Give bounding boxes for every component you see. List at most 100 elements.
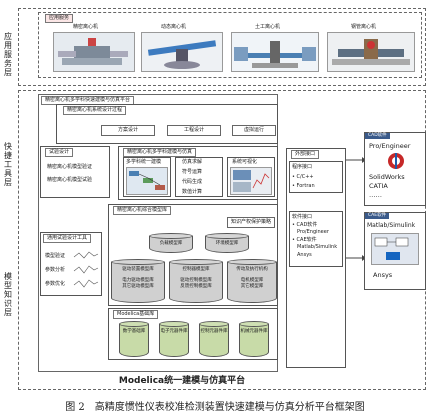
ip-strategy-box: 知识产权保护策略: [227, 217, 275, 228]
cad-software-panel: CAD软件 Pro/Engineer SolidWorks CATIA ……: [364, 132, 426, 206]
cylinder-label: 传动及执行机构: [236, 267, 268, 272]
precision-centrifuge-image: [53, 32, 135, 72]
external-interface-title: 外部接口: [291, 150, 320, 159]
modelica-platform-bar: Modelica统一建模与仿真平台: [118, 376, 246, 386]
simulink-screenshot: [371, 233, 419, 265]
simulation-solve-label: 仿真求解: [182, 159, 203, 165]
app-item-label: 精密离心机: [73, 24, 99, 30]
solve-item: 代码生成: [182, 179, 203, 185]
design-step-engineering: 工程设计: [167, 125, 221, 136]
modelica-lib-panel: Modelica基础库 数学基础库 电子元器件库 控制元器件库 机械元器件库: [108, 308, 278, 360]
electronic-lib-cylinder: 电子元器件库: [159, 321, 189, 357]
software-item: Pro/Engineer: [297, 229, 329, 235]
controller-lib-cylinder: 控制器模型库 驱动控制模型库 反馈控制模型库: [169, 259, 223, 303]
application-layer: [18, 8, 426, 86]
cae-software-panel: CAE软件 Matlab/Simulink Ansys: [364, 212, 426, 290]
design-process-panel: 精密离心机系统设计过程 方案设计 工程设计 虚拟运行: [56, 104, 278, 144]
app-item-label: 动态离心机: [161, 24, 187, 30]
test-design-panel: 试验设计 精密离心机模型验证 精密离心机模型试验: [40, 146, 110, 198]
unified-modeling-box: 多学科统一建模: [123, 157, 171, 197]
design-process-title: 精密离心机系统设计过程: [63, 106, 127, 115]
cylinder-label: 数学基础库: [119, 324, 149, 357]
app-service-panel: 应用服务 精密离心机 动态离心机 土工离心机 钢管离心机: [38, 12, 422, 78]
solve-item: 符号运算: [182, 169, 203, 175]
modelica-lib-title: Modelica基础库: [113, 310, 159, 319]
mechanical-lib-cylinder: 机械元器件库: [239, 321, 269, 357]
control-lib-cylinder: 控制元器件库: [199, 321, 229, 357]
multi-modeling-panel: 精密离心机多学科建模与仿真 多学科统一建模 仿真求解 符号运算 代码生成 数值计…: [118, 146, 278, 200]
cylinder-label: 环境模型库: [205, 236, 249, 253]
tool-chart-icon: [73, 251, 99, 288]
integrated-lib-panel: 精密离心机综合模型库 知识产权保护策略 负载模型库 环境模型库 驱动装置模型库 …: [108, 204, 278, 306]
drive-item: 电力驱动模型库: [122, 278, 154, 283]
drive-lib-cylinder: 驱动装置模型库 电力驱动模型库 其它驱动模型库: [111, 259, 165, 303]
software-item: • CAD软件: [292, 222, 318, 228]
design-step-scheme: 方案设计: [101, 125, 155, 136]
steel-centrifuge-image: [327, 32, 415, 72]
tool-item: 参数分析: [45, 267, 66, 273]
app-item-precision: 精密离心机: [51, 24, 139, 76]
app-item-steel: 钢管离心机: [325, 24, 419, 76]
visualization-label: 系统可视化: [232, 159, 258, 165]
math-lib-cylinder: 数学基础库: [119, 321, 149, 357]
modeling-screenshot: [126, 167, 168, 195]
design-step-virtual: 虚拟运行: [232, 125, 276, 136]
software-item: Matlab/Simulink: [297, 244, 338, 250]
app-service-title: 应用服务: [45, 14, 74, 23]
cad-item: ……: [369, 191, 382, 199]
transmission-lib-cylinder: 传动及执行机构 电机模型库 其它模型库: [227, 259, 277, 303]
common-tools-title: 通用试验设计工具: [43, 234, 92, 243]
external-interface-panel: 外部接口 程序接口 • C/C++ • Fortran 软件接口 • CAD软件…: [286, 148, 346, 368]
test-item-verify: 精密离心机模型验证: [47, 164, 93, 170]
cae-item: Matlab/Simulink: [367, 222, 416, 229]
cae-software-title: CAE软件: [365, 213, 390, 219]
software-item: Ansys: [297, 252, 312, 258]
layer-label-tool: 快捷工具层: [4, 142, 12, 187]
integrated-lib-title: 精密离心机综合模型库: [113, 206, 172, 215]
test-design-title: 试验设计: [45, 148, 74, 157]
geotech-centrifuge-image: [231, 32, 319, 72]
dynamic-centrifuge-image: [141, 32, 223, 72]
simulation-solve-box: 仿真求解 符号运算 代码生成 数值计算: [175, 157, 223, 197]
app-item-label: 钢管离心机: [351, 24, 377, 30]
unified-modeling-label: 多学科统一建模: [126, 159, 162, 165]
solve-item: 数值计算: [182, 189, 203, 195]
cylinder-label: 机械元器件库: [239, 324, 269, 357]
cad-software-title: CAD软件: [365, 133, 390, 139]
test-item-experiment: 精密离心机模型试验: [47, 177, 93, 183]
visualization-box: 系统可视化: [227, 157, 275, 197]
ctrl-item: 驱动控制模型库: [180, 278, 212, 283]
program-item: • C/C++: [292, 174, 314, 180]
proe-logo-icon: [388, 153, 404, 169]
program-interface-box: 程序接口 • C/C++ • Fortran: [289, 161, 343, 193]
cad-item: CATIA: [369, 182, 388, 190]
visualization-screenshot: [230, 167, 272, 195]
app-item-label: 土工离心机: [255, 24, 281, 30]
env-lib-cylinder: 环境模型库: [205, 233, 249, 253]
common-tools-panel: 通用试验设计工具 模型验证 参数分析 参数优化: [40, 232, 102, 296]
connector-arrows: [346, 157, 366, 261]
figure-caption: 图 2 高精度惯性仪表校准检测装置快速建模与仿真分析平台框架图: [65, 402, 365, 413]
app-item-geotech: 土工离心机: [229, 24, 323, 76]
app-item-dynamic: 动态离心机: [139, 24, 227, 76]
layer-label-application: 应用服务层: [4, 32, 12, 77]
multi-modeling-title: 精密离心机多学科建模与仿真: [123, 148, 197, 157]
tool-item: 参数优化: [45, 281, 66, 287]
program-item: • Fortran: [292, 183, 315, 189]
cylinder-label: 控制元器件库: [199, 324, 229, 357]
trans-item: 电机模型库: [240, 278, 264, 283]
trans-item: 其它模型库: [240, 284, 264, 289]
software-interface-title: 软件接口: [292, 214, 313, 220]
cae-item: Ansys: [373, 271, 393, 279]
ctrl-item: 反馈控制模型库: [180, 284, 212, 289]
layer-label-knowledge: 模型知识层: [4, 272, 12, 317]
tool-item: 模型验证: [45, 253, 66, 259]
software-interface-box: 软件接口 • CAD软件 Pro/Engineer • CAE软件 Matlab…: [289, 211, 343, 267]
program-interface-title: 程序接口: [292, 164, 313, 170]
cylinder-label: 负载模型库: [149, 236, 193, 253]
software-item: • CAE软件: [292, 237, 317, 243]
cylinder-label: 电子元器件库: [159, 324, 189, 357]
cylinder-label: 控制器模型库: [182, 267, 210, 272]
drive-item: 其它驱动模型库: [122, 284, 154, 289]
cad-item: Pro/Engineer: [369, 142, 411, 150]
